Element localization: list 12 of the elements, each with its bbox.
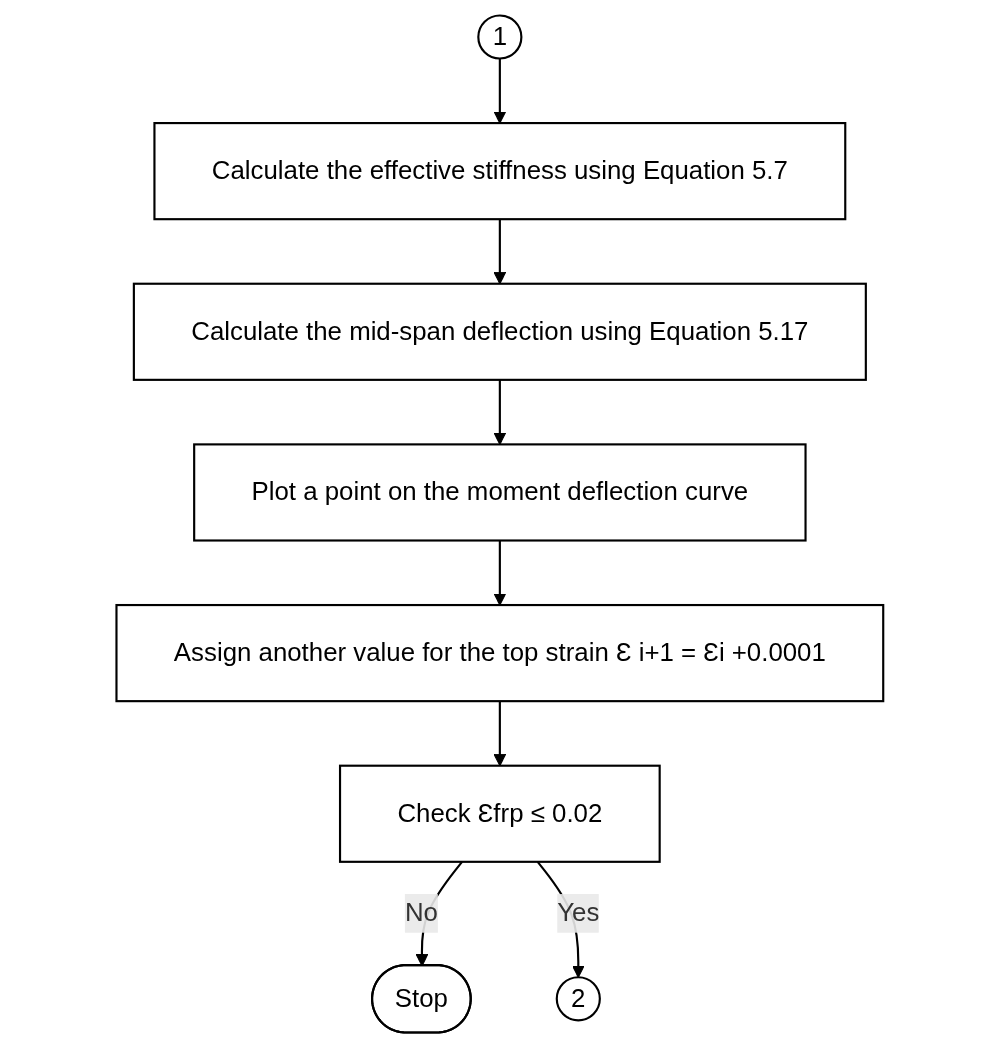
- edge-label: Yes: [556, 898, 600, 928]
- arrow: [493, 540, 506, 606]
- node-box: Check Ɛfrp ≤ 0.02: [338, 764, 661, 863]
- node-box: Calculate the effective stiffness using Equation 5.7: [153, 122, 846, 221]
- arrow: [493, 58, 506, 124]
- node-box: Plot a point on the moment deflection curve: [192, 443, 807, 542]
- arrow: [493, 379, 506, 445]
- node-box: Assign another value for the top strain Ɛ i+1 = Ɛi +0.0001: [115, 603, 884, 703]
- edge-label: No: [404, 898, 438, 928]
- node-box: Calculate the mid-span deflection using Equation 5.17: [132, 282, 867, 381]
- node-circle: 1: [476, 14, 523, 60]
- node-circle: 2: [555, 976, 601, 1022]
